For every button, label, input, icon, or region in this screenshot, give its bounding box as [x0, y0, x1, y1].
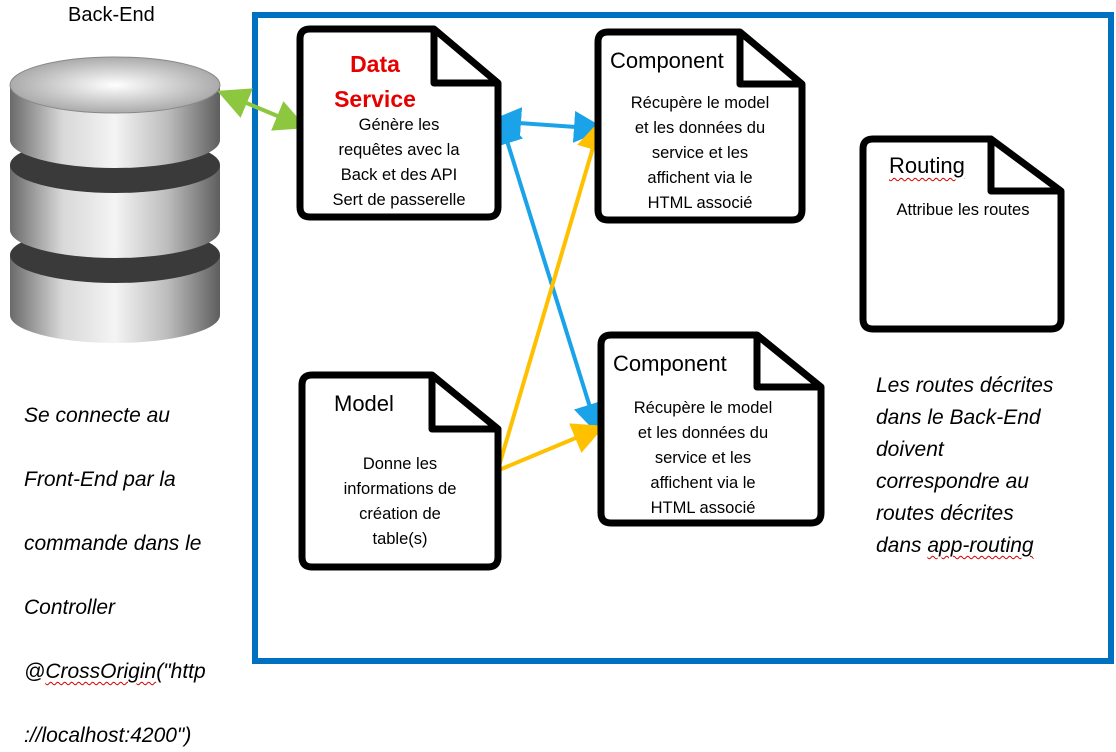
model-doc: Model Donne les informations de création…	[298, 371, 502, 571]
dataservice-component1-arrow	[489, 107, 606, 143]
backend-note-line: commande dans le	[24, 532, 202, 555]
app-routing-text: app-routing	[927, 534, 1034, 557]
backend-note-line: Front-End par la	[24, 468, 176, 491]
component-1-body: Récupère le model et les données du serv…	[630, 94, 770, 212]
model-component1-arrow	[497, 118, 608, 467]
data-service-body: Génère les requêtes avec la Back et des …	[332, 116, 466, 209]
component-doc-1: Component Récupère le model et les donné…	[594, 28, 806, 224]
diagram: Back-End Se connecte au Front-End par la…	[9, 4, 1114, 747]
backend-note-line: Se connecte au	[24, 404, 170, 427]
routing-doc: Routing Attribue les routes	[859, 135, 1065, 333]
model-body: Donne les informations de création de ta…	[343, 455, 457, 548]
data-service-title: Data Service	[334, 51, 416, 112]
backend-dataservice-arrow	[217, 88, 307, 131]
document-icon	[594, 28, 806, 224]
component-2-title: Component	[613, 351, 727, 376]
document-icon	[597, 331, 825, 527]
backend-note-url: ://localhost:4200")	[24, 724, 192, 747]
backend-label: Back-End	[68, 4, 155, 26]
backend-note-at: @	[24, 660, 46, 683]
routing-body: Attribue les routes	[896, 201, 1030, 219]
backend-note: Se connecte au Front-End par la commande…	[24, 368, 254, 752]
routing-note: Les routes décrites dans le Back-End doi…	[876, 338, 1106, 562]
routing-note-text: Les routes décrites dans le Back-End doi…	[876, 374, 1054, 557]
backend-note-suffix: ("http	[156, 660, 206, 683]
data-service-doc: Data Service Génère les requêtes avec la…	[296, 25, 502, 221]
component-doc-2: Component Récupère le model et les donné…	[597, 331, 825, 527]
document-icon	[859, 135, 1065, 333]
document-icon	[296, 25, 502, 221]
dataservice-component2-arrow	[492, 112, 605, 436]
backend-note-line: Controller	[24, 596, 116, 619]
document-icon	[298, 371, 502, 571]
arrows-layer	[217, 88, 608, 472]
routing-title: Routing	[889, 153, 965, 178]
model-title: Model	[334, 391, 394, 416]
database-icon	[9, 56, 221, 343]
crossorigin-text: CrossOrigin	[45, 660, 157, 683]
component-2-body: Récupère le model et les données du serv…	[633, 399, 773, 517]
model-component2-arrow	[498, 423, 605, 472]
component-1-title: Component	[610, 48, 724, 73]
